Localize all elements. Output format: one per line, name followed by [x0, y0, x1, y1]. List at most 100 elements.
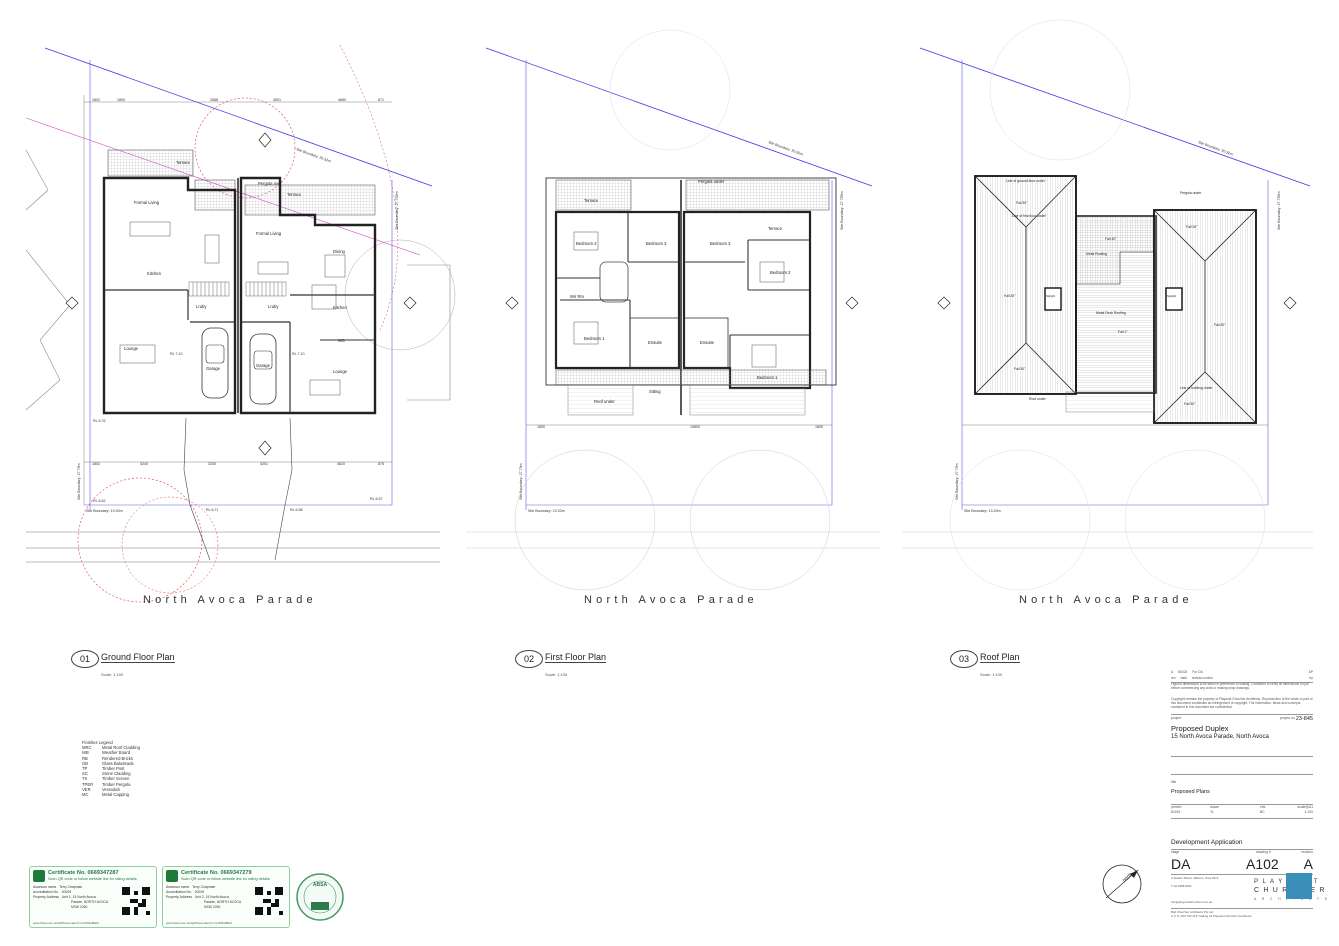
nathers-logo-icon: [166, 870, 178, 882]
practice-phone: T 02 9498 9511: [1171, 884, 1192, 888]
certificate-details: Assessor name Terry Chapman Accreditatio…: [33, 885, 109, 909]
certificate-subtitle: Scan QR code or follow website link for …: [181, 877, 270, 881]
room-label: Terrace: [287, 192, 302, 197]
project-number: 23-845: [1295, 716, 1313, 722]
revision-header: rev date revision notes: [1171, 676, 1213, 680]
section-marker-icon: [505, 296, 859, 310]
qr-code-icon[interactable]: [255, 887, 283, 915]
room-label: Lounge: [333, 369, 348, 374]
absa-seal-icon: ABSA: [296, 873, 344, 921]
level-label: RL 6.57: [370, 497, 382, 501]
dimension-label: 5240: [140, 462, 148, 466]
certificate-link[interactable]: www.hstar.com.au/QR/Generate?p=xx1fNFuBE…: [166, 921, 232, 925]
room-label: Kitchen: [147, 271, 162, 276]
revision-row: A 8/4/24 For DA: [1171, 670, 1203, 674]
roof-label: Roof under: [1029, 397, 1047, 401]
level-label: RL 6.62: [93, 499, 105, 503]
room-label: Bedroom 2: [770, 270, 791, 275]
level-label: RL 6.58: [290, 508, 302, 512]
room-label: Bedroom 2: [576, 241, 597, 246]
practice-abn: A.C.N. 004 752 413 Trading as Playoust C…: [1171, 914, 1252, 918]
practice-address: 2 Station Street, Milsons, Nsw 2071: [1171, 876, 1219, 880]
practice-entity: Bull Churcher Architects Pty Ltd: [1171, 910, 1214, 914]
nathers-certificate-1: Certificate No. 0669347287 Scan QR code …: [29, 866, 157, 928]
boundary-label: Site Boundary: 27.755m: [1277, 191, 1281, 230]
stage-code: DA: [1171, 856, 1191, 872]
plan-scale: Scale: 1:100: [980, 672, 1003, 677]
room-label: Terrace: [768, 226, 783, 231]
boundary-label: Site Boundary: 19.20m: [964, 509, 1001, 513]
room-label: Lndry: [196, 304, 207, 309]
street-lines: [26, 531, 1313, 563]
boundary-label: Site Boundary: 27.755m: [395, 191, 399, 230]
room-label: Sitting: [649, 389, 661, 394]
plan-number: 03: [950, 650, 978, 668]
roof-plan: Line of ground floor under Line of first…: [919, 19, 1311, 591]
plan-name: Roof Plan: [980, 652, 1020, 663]
north-arrow-icon: north: [1102, 864, 1142, 904]
dimension-label: 1802: [92, 462, 100, 466]
ground-floor-plan: Formal Living Kitchen Lounge Garage Gara…: [25, 44, 456, 603]
room-label: Terrace: [584, 198, 599, 203]
roof-label: Fall 30°: [1186, 225, 1198, 229]
roof-label: Metal Roofing: [1086, 252, 1107, 256]
section-marker-icon: [65, 132, 417, 456]
level-label: RL 6.71: [206, 508, 218, 512]
section-marker-icon: [937, 296, 1297, 310]
roof-label: Fall 30°: [1016, 201, 1028, 205]
roof-label: Fall 30°: [1105, 237, 1117, 241]
certificate-title: Certificate No. 0669347279: [181, 870, 252, 876]
certificate-details: Assessor name Terry Chapman Accreditatio…: [166, 885, 242, 909]
dimension-label: 1800: [537, 425, 545, 429]
room-label: Kitchen: [333, 305, 348, 310]
project-address: 15 North Avoca Parade, North Avoca: [1171, 734, 1269, 740]
revision-label: revision: [1301, 850, 1313, 854]
room-label: Formal Living: [134, 200, 160, 205]
qr-code-icon[interactable]: [122, 887, 150, 915]
revision-letter: A: [1303, 856, 1313, 872]
room-label: Terrace: [176, 160, 191, 165]
nathers-logo-icon: [33, 870, 45, 882]
dimension-label: 4620: [337, 462, 345, 466]
meta-value: 1:100: [1304, 810, 1314, 814]
roof-label: Metal Deck Roofing: [1096, 311, 1126, 315]
plan-name: First Floor Plan: [545, 652, 607, 663]
revision-by: AP: [1308, 670, 1313, 674]
roof-label: Skylight: [1046, 294, 1055, 298]
certificate-link[interactable]: www.hstar.com.au/QR/Generate?p=xx1fNFuBE…: [33, 921, 99, 925]
boundary-label: Site Boundary: 20.32m: [768, 140, 804, 156]
dimension-label: 4501: [273, 98, 281, 102]
dimension-label: 3200: [208, 462, 216, 466]
practice-name-line1: P L A Y O U S T: [1254, 879, 1319, 885]
roof-label: Fall 30°: [1004, 294, 1016, 298]
project-label: project: [1171, 716, 1182, 720]
certificate-title: Certificate No. 0669347287: [48, 870, 119, 876]
practice-name-line3: A R C H I T E C T S: [1254, 897, 1330, 901]
roof-label: Fall 30°: [1014, 367, 1026, 371]
dimension-label: 19800: [690, 425, 700, 429]
meta-value: BC: [1260, 810, 1265, 814]
room-label: Ensuite: [648, 340, 663, 345]
dimension-label: 875: [378, 462, 384, 466]
boundary-label: Site Boundary: 27.79m: [955, 463, 959, 500]
street-name-label: North Avoca Parade: [1019, 594, 1193, 606]
project-name: Proposed Duplex: [1171, 724, 1229, 733]
legend-title: Finishes Legend: [82, 740, 113, 745]
boundary-label: Site Boundary: 19.20m: [528, 509, 565, 513]
dimension-label: 1802: [92, 98, 100, 102]
level-label: RL 7.10: [170, 352, 182, 356]
roof-label: Line of building under: [1180, 386, 1213, 390]
room-label: Dining: [333, 249, 346, 254]
title-label: title: [1171, 780, 1177, 784]
first-floor-plan: Bedroom 2 Bedroom 3 Bedroom 3 Bedroom 2 …: [485, 29, 873, 591]
dimension-label: 4680: [338, 98, 346, 102]
room-label: Garage: [256, 363, 271, 368]
meta-value: YL: [1210, 810, 1215, 814]
svg-text:ABSA: ABSA: [313, 882, 328, 888]
